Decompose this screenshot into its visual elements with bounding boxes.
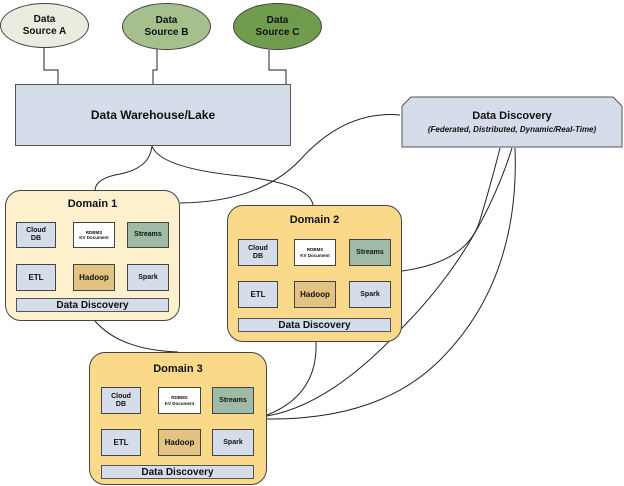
domain-2-etl-label: ETL <box>250 289 266 299</box>
connector-discovery-domain2 <box>401 147 501 272</box>
domain-2-rdbms-line2: KV Document <box>300 252 330 258</box>
domain-1-etl: ETL <box>16 264 56 291</box>
domain-2-spark: Spark <box>349 281 391 308</box>
source-a-line1: Data <box>33 13 56 25</box>
domain-3-etl-label: ETL <box>113 437 129 447</box>
connector-source-b <box>152 49 158 84</box>
domain-3-cloud-line2: DB <box>115 400 127 408</box>
domain-1-spark: Spark <box>127 264 169 291</box>
domain-2-etl: ETL <box>238 281 278 308</box>
domain-1-etl-label: ETL <box>28 272 44 282</box>
domain-3-rdbms-line2: KV Document <box>164 400 195 406</box>
domain-1-cloud-line2: DB <box>30 235 42 242</box>
domain-3-hadoop-label: Hadoop <box>164 437 195 447</box>
domain-1-spark-label: Spark <box>138 273 158 281</box>
domain-3-spark-label: Spark <box>223 438 243 446</box>
source-a-line2: Source A <box>22 25 67 37</box>
data-discovery-shape <box>401 96 623 148</box>
domain-3-cloud-line1: Cloud <box>111 392 131 400</box>
domain-1-cloud-line1: Cloud <box>26 227 46 234</box>
connector-warehouse-domain1 <box>94 145 153 191</box>
source-c-line2: Source C <box>255 26 300 38</box>
domain-2-spark-label: Spark <box>360 290 380 298</box>
domain-1-streams-label: Streams <box>134 231 162 238</box>
domain-2-title: Domain 2 <box>289 214 340 226</box>
discovery-subtitle: (Federated, Distributed, Dynamic/Real-Ti… <box>427 125 597 134</box>
domain-2-data-discovery: Data Discovery <box>238 318 391 332</box>
domain-2-cloud-line2: DB <box>252 252 264 260</box>
warehouse-label: Data Warehouse/Lake <box>90 108 216 122</box>
domain-3-discovery-label: Data Discovery <box>141 466 214 478</box>
source-b-line1: Data <box>155 14 178 26</box>
domain-1-rdbms-line2: KV Document <box>79 235 109 240</box>
domain-1-hadoop: Hadoop <box>73 264 115 291</box>
domain-2-hadoop: Hadoop <box>294 281 336 308</box>
connector-domain1-domain3 <box>94 320 179 353</box>
domain-1-title: Domain 1 <box>67 198 118 210</box>
connector-discovery-domain1 <box>179 114 401 204</box>
domain-3-etl: ETL <box>101 429 141 456</box>
domain-3-streams-label: Streams <box>219 396 247 404</box>
connector-domain2-domain3 <box>266 341 317 416</box>
data-warehouse-lake: Data Warehouse/Lake <box>15 84 291 146</box>
domain-2-streams-label: Streams <box>356 248 384 256</box>
domain-2-hadoop-label: Hadoop <box>300 289 330 299</box>
domain-1-rdbms-line1: RDBMS <box>85 229 103 235</box>
domain-3-rdbms-line1: RDBMS <box>171 395 188 400</box>
connector-warehouse-domain2 <box>151 145 314 206</box>
domain-3-hadoop: Hadoop <box>158 429 201 456</box>
connector-source-a <box>43 47 59 84</box>
data-discovery: Data Discovery (Federated, Distributed, … <box>401 96 623 148</box>
domain-2-rdbms-line1: RDBMS <box>306 247 324 252</box>
domain-3-title: Domain 3 <box>153 363 203 375</box>
discovery-title: Data Discovery <box>472 110 552 122</box>
domain-3-spark: Spark <box>212 429 254 456</box>
domain-2-cloud-line1: Cloud <box>248 244 268 252</box>
source-b-line2: Source B <box>144 26 189 38</box>
connector-source-c <box>268 50 287 84</box>
domain-3-data-discovery: Data Discovery <box>101 465 254 479</box>
domain-1-hadoop-label: Hadoop <box>79 272 109 282</box>
domain-2-discovery-label: Data Discovery <box>278 319 351 331</box>
domain-1-discovery-label: Data Discovery <box>56 299 129 311</box>
domain-2-streams: Streams <box>349 239 391 266</box>
source-c-line1: Data <box>266 14 289 26</box>
domain-1-data-discovery: Data Discovery <box>16 298 169 312</box>
domain-3-streams: Streams <box>212 387 254 414</box>
connector-discovery-domain3-b <box>266 147 516 420</box>
domain-1-streams: Streams <box>127 222 169 248</box>
